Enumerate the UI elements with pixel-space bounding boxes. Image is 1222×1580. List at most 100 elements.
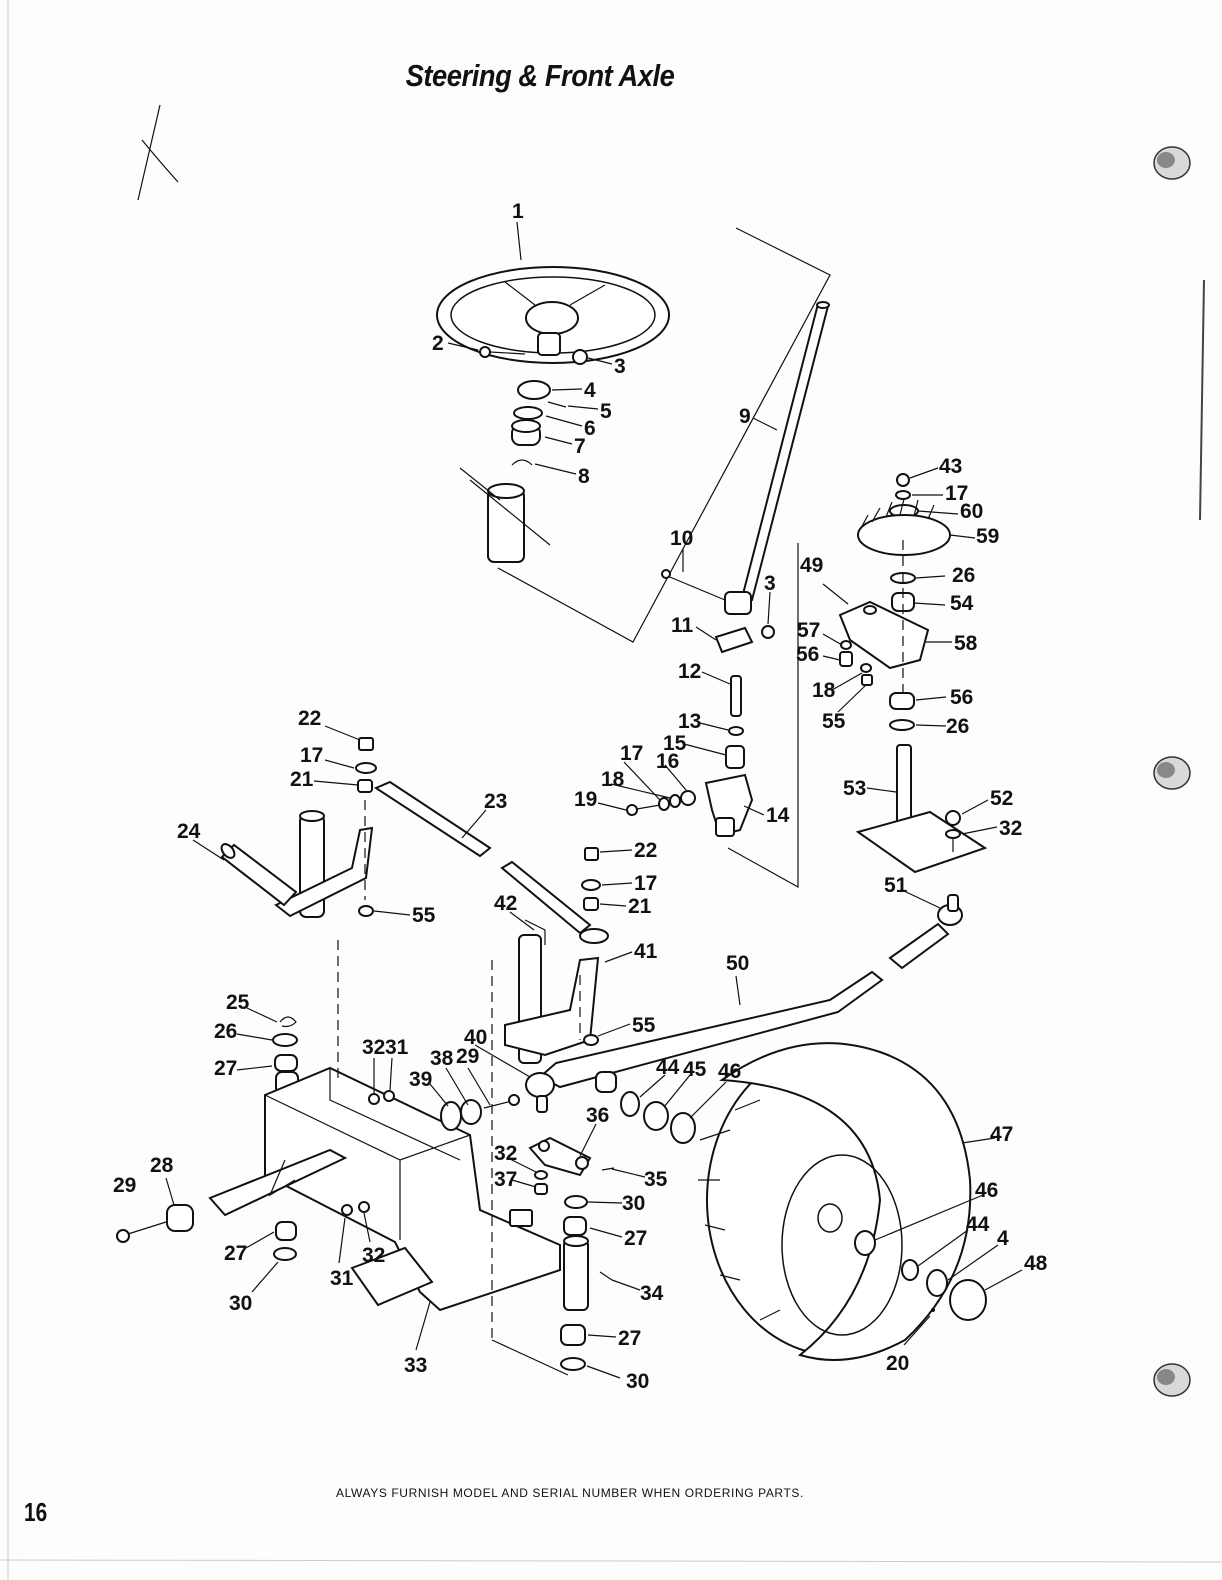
washer-22-17-21-left	[355, 737, 377, 793]
callout-29b: 29	[113, 1174, 136, 1197]
washer-13	[728, 726, 744, 736]
pivot-plate-53	[855, 744, 988, 874]
scan-edge-right	[1199, 279, 1205, 521]
steering-arm-36	[528, 1136, 592, 1177]
callout-34: 34	[640, 1282, 664, 1305]
callout-44b: 44	[966, 1213, 990, 1236]
callout-3b: 3	[764, 572, 776, 595]
callout-56b: 56	[950, 686, 973, 709]
callout-17a: 17	[620, 742, 643, 765]
sector-gear-59	[857, 498, 951, 556]
callout-7: 7	[574, 435, 586, 458]
bushing-28	[166, 1204, 194, 1232]
callout-55b: 55	[412, 904, 436, 927]
bolt-10	[661, 569, 726, 601]
washer-22-17-21-right	[581, 847, 601, 911]
nut-55-left	[358, 905, 374, 917]
washer-45	[643, 1101, 669, 1131]
callout-3a: 3	[614, 355, 626, 378]
callout-36: 36	[586, 1104, 609, 1127]
washer-26-lower	[889, 719, 915, 731]
bolt-29-mid	[483, 1094, 520, 1109]
callout-39: 39	[409, 1068, 432, 1091]
gear-arm-14	[704, 773, 754, 837]
ball-joint-51	[937, 894, 963, 926]
callout-41: 41	[634, 940, 658, 963]
callout-27d: 27	[618, 1327, 641, 1350]
callout-30b: 30	[229, 1292, 252, 1315]
callout-14: 14	[766, 804, 790, 827]
steering-wheel	[436, 266, 670, 364]
bushing-4-wheel	[926, 1269, 948, 1297]
bearing-7	[511, 419, 541, 446]
hardware-32-37	[534, 1170, 548, 1195]
callout-15: 15	[663, 732, 687, 755]
tie-rod-end-40	[525, 1071, 617, 1113]
callout-32b: 32	[362, 1036, 385, 1059]
bushing-4-upper	[517, 380, 551, 400]
callout-1: 1	[512, 200, 524, 223]
callout-4a: 4	[584, 379, 596, 402]
bushing-27-bottom	[560, 1324, 586, 1346]
bearing-46-upper	[670, 1112, 696, 1144]
hardware-56-57	[839, 640, 873, 686]
bushing-15	[725, 745, 745, 769]
callout-54: 54	[950, 592, 974, 615]
callout-18a: 18	[601, 768, 625, 791]
binder-hole-bottom	[1153, 1363, 1191, 1397]
nut-3-lower	[761, 625, 775, 639]
callout-17b: 17	[945, 482, 968, 505]
callout-44a: 44	[656, 1056, 680, 1079]
callout-32c: 32	[494, 1142, 517, 1165]
callout-27b: 27	[624, 1227, 647, 1250]
shaft-12	[730, 675, 742, 717]
callout-31a: 31	[385, 1036, 409, 1059]
nut-55-right	[583, 1034, 599, 1046]
nuts-31-32-upper	[368, 1090, 395, 1105]
callout-50: 50	[726, 952, 749, 975]
wheel-47	[698, 1042, 972, 1361]
bolt-49	[822, 583, 849, 605]
steering-column-panel	[497, 227, 831, 643]
callout-55c: 55	[632, 1014, 656, 1037]
callout-16: 16	[656, 750, 679, 773]
washer-30-upper	[564, 1195, 588, 1209]
hub-cap-48	[949, 1279, 987, 1321]
bushing-27-upper	[563, 1216, 587, 1236]
handwritten-mark	[137, 104, 179, 201]
washer-44-lower	[901, 1259, 919, 1281]
spacers-38-39	[440, 1099, 482, 1131]
clip-8	[511, 459, 533, 466]
axle-pin-24	[220, 843, 298, 907]
washer-30-bottom	[560, 1357, 586, 1371]
callout-56a: 56	[796, 643, 819, 666]
callout-53: 53	[843, 777, 866, 800]
clip-20	[931, 1308, 935, 1312]
nut-43	[896, 473, 910, 487]
leader-lines	[165, 221, 1023, 1379]
callout-12: 12	[678, 660, 701, 683]
callout-48: 48	[1024, 1252, 1048, 1275]
callout-22b: 22	[634, 839, 657, 862]
nut-3-upper	[572, 349, 588, 365]
callout-31b: 31	[330, 1267, 354, 1290]
bearing-56-lower	[889, 692, 915, 710]
front-axle-33	[208, 1066, 561, 1312]
tie-rod-23	[373, 780, 592, 935]
steering-gear-panel	[727, 543, 799, 889]
callout-59: 59	[976, 525, 999, 548]
callout-2: 2	[432, 332, 444, 355]
callout-5: 5	[600, 400, 612, 423]
callout-20: 20	[886, 1352, 909, 1375]
bolt-29-left	[116, 1221, 167, 1243]
callout-37: 37	[494, 1168, 517, 1191]
callout-38: 38	[430, 1047, 454, 1070]
callout-30a: 30	[622, 1192, 645, 1215]
callout-55a: 55	[822, 710, 846, 733]
callout-35: 35	[644, 1168, 668, 1191]
bearing-46-lower	[854, 1230, 876, 1256]
callout-11: 11	[671, 614, 694, 637]
page-number: 16	[24, 1497, 48, 1527]
